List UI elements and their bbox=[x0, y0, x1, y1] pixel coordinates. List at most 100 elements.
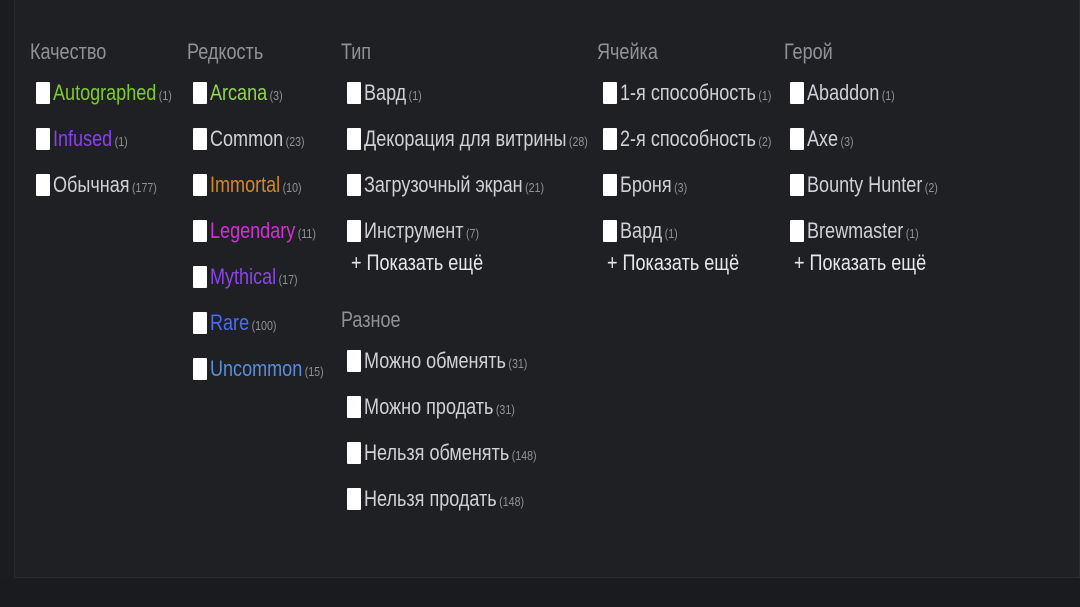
filter-option-slot-ability1[interactable]: 1-я способность(1) bbox=[597, 70, 805, 116]
type-heading: Тип bbox=[341, 39, 372, 64]
checkbox[interactable] bbox=[347, 396, 361, 418]
option-count: (177) bbox=[131, 180, 157, 195]
checkbox[interactable] bbox=[36, 174, 50, 196]
filter-option-rarity-legendary[interactable]: Legendary(11) bbox=[187, 208, 349, 254]
filter-option-hero-axe[interactable]: Axe(3) bbox=[784, 116, 967, 162]
quality-heading: Качество bbox=[30, 39, 107, 64]
filter-option-rarity-uncommon[interactable]: Uncommon(15) bbox=[187, 346, 349, 392]
checkbox[interactable] bbox=[193, 82, 207, 104]
type-show-more-link[interactable]: + Показать ещё bbox=[351, 250, 484, 275]
filter-option-slot-armor[interactable]: Броня(3) bbox=[597, 162, 805, 208]
option-count: (28) bbox=[568, 134, 588, 149]
option-count: (31) bbox=[508, 356, 528, 371]
option-count: (15) bbox=[304, 364, 324, 379]
checkbox[interactable] bbox=[603, 220, 617, 242]
type-filter-group: Тип Вард(1) Декорация для витрины(28) За… bbox=[341, 34, 637, 522]
option-label: 2-я способность bbox=[620, 126, 756, 151]
filter-option-slot-ward[interactable]: Вард(1) bbox=[597, 208, 805, 254]
filter-option-rarity-common[interactable]: Common(23) bbox=[187, 116, 349, 162]
rarity-heading: Редкость bbox=[187, 39, 264, 64]
option-count: (3) bbox=[674, 180, 688, 195]
checkbox[interactable] bbox=[193, 358, 207, 380]
filter-option-misc-not-tradable[interactable]: Нельзя обменять(148) bbox=[341, 430, 637, 476]
checkbox[interactable] bbox=[347, 82, 361, 104]
option-count: (1) bbox=[758, 88, 772, 103]
checkbox[interactable] bbox=[347, 488, 361, 510]
checkbox[interactable] bbox=[603, 174, 617, 196]
option-label: Arcana bbox=[210, 80, 268, 105]
filter-option-rarity-immortal[interactable]: Immortal(10) bbox=[187, 162, 349, 208]
option-count: (11) bbox=[297, 226, 316, 241]
option-label: Immortal bbox=[210, 172, 281, 197]
filter-option-rarity-mythical[interactable]: Mythical(17) bbox=[187, 254, 349, 300]
option-label: Rare bbox=[210, 310, 250, 335]
option-label: Инструмент bbox=[364, 218, 464, 243]
checkbox[interactable] bbox=[193, 266, 207, 288]
checkbox[interactable] bbox=[347, 128, 361, 150]
option-count: (10) bbox=[282, 180, 302, 195]
slot-show-more-link[interactable]: + Показать ещё bbox=[607, 250, 740, 275]
option-count: (1) bbox=[114, 134, 128, 149]
misc-heading: Разное bbox=[341, 307, 401, 332]
checkbox[interactable] bbox=[347, 442, 361, 464]
option-count: (2) bbox=[924, 180, 938, 195]
option-label: Infused bbox=[53, 126, 113, 151]
option-label: Brewmaster bbox=[807, 218, 904, 243]
filter-option-type-loading-screen[interactable]: Загрузочный экран(21) bbox=[341, 162, 637, 208]
option-count: (2) bbox=[758, 134, 772, 149]
filter-option-type-ward[interactable]: Вард(1) bbox=[341, 70, 637, 116]
option-label: Можно продать bbox=[364, 394, 494, 419]
checkbox[interactable] bbox=[603, 82, 617, 104]
filter-option-quality-normal[interactable]: Обычная(177) bbox=[30, 162, 198, 208]
filter-option-type-showcase-decoration[interactable]: Декорация для витрины(28) bbox=[341, 116, 637, 162]
filter-option-slot-ability2[interactable]: 2-я способность(2) bbox=[597, 116, 805, 162]
filter-option-misc-not-marketable[interactable]: Нельзя продать(148) bbox=[341, 476, 637, 522]
bottom-strip bbox=[0, 578, 1080, 607]
filter-option-rarity-arcana[interactable]: Arcana(3) bbox=[187, 70, 349, 116]
checkbox[interactable] bbox=[193, 312, 207, 334]
option-count: (7) bbox=[465, 226, 480, 241]
checkbox[interactable] bbox=[790, 128, 804, 150]
filter-option-hero-bounty-hunter[interactable]: Bounty Hunter(2) bbox=[784, 162, 967, 208]
option-count: (1) bbox=[408, 88, 422, 103]
filter-option-type-tool[interactable]: Инструмент(7) bbox=[341, 208, 637, 254]
filter-option-quality-autographed[interactable]: Autographed(1) bbox=[30, 70, 198, 116]
option-count: (3) bbox=[269, 88, 283, 103]
checkbox[interactable] bbox=[603, 128, 617, 150]
hero-filter-group: Герой Abaddon(1) Axe(3) Bounty Hunter(2)… bbox=[784, 34, 967, 282]
checkbox[interactable] bbox=[193, 174, 207, 196]
checkbox[interactable] bbox=[347, 350, 361, 372]
option-label: Autographed bbox=[53, 80, 157, 105]
filter-option-misc-marketable[interactable]: Можно продать(31) bbox=[341, 384, 637, 430]
checkbox[interactable] bbox=[790, 220, 804, 242]
checkbox[interactable] bbox=[36, 82, 50, 104]
checkbox[interactable] bbox=[347, 220, 361, 242]
option-count: (100) bbox=[251, 318, 277, 333]
option-count: (21) bbox=[525, 180, 545, 195]
checkbox[interactable] bbox=[790, 174, 804, 196]
filter-option-misc-tradable[interactable]: Можно обменять(31) bbox=[341, 338, 637, 384]
option-label: Загрузочный экран bbox=[364, 172, 523, 197]
hero-show-more-link[interactable]: + Показать ещё bbox=[794, 250, 927, 275]
option-count: (148) bbox=[511, 448, 537, 463]
rarity-filter-group: Редкость Arcana(3) Common(23) Immortal(1… bbox=[187, 34, 349, 392]
checkbox[interactable] bbox=[193, 220, 207, 242]
checkbox[interactable] bbox=[36, 128, 50, 150]
option-label: Нельзя обменять bbox=[364, 440, 510, 465]
option-label: Bounty Hunter bbox=[807, 172, 923, 197]
option-count: (31) bbox=[495, 402, 515, 417]
option-label: Common bbox=[210, 126, 284, 151]
option-label: Uncommon bbox=[210, 356, 303, 381]
checkbox[interactable] bbox=[790, 82, 804, 104]
quality-filter-group: Качество Autographed(1) Infused(1) Обычн… bbox=[30, 34, 198, 208]
option-count: (148) bbox=[499, 494, 525, 509]
filter-option-rarity-rare[interactable]: Rare(100) bbox=[187, 300, 349, 346]
option-count: (3) bbox=[840, 134, 854, 149]
filter-option-hero-abaddon[interactable]: Abaddon(1) bbox=[784, 70, 967, 116]
filter-option-hero-brewmaster[interactable]: Brewmaster(1) bbox=[784, 208, 967, 254]
filter-panel bbox=[14, 0, 1080, 578]
checkbox[interactable] bbox=[347, 174, 361, 196]
filter-option-quality-infused[interactable]: Infused(1) bbox=[30, 116, 198, 162]
checkbox[interactable] bbox=[193, 128, 207, 150]
slot-filter-group: Ячейка 1-я способность(1) 2-я способност… bbox=[597, 34, 805, 282]
